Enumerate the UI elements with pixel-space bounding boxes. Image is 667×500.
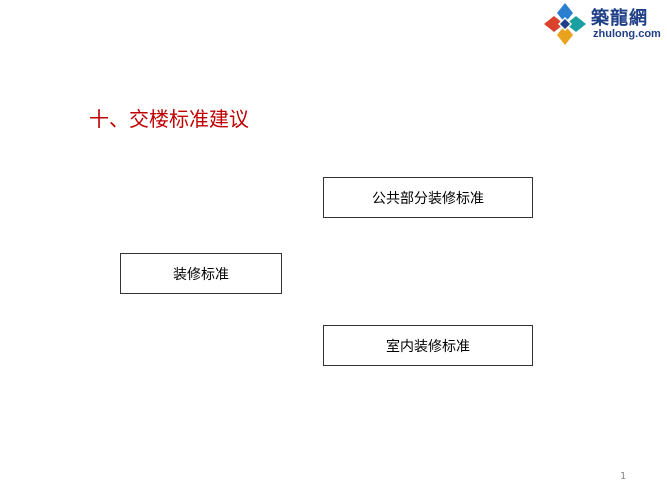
public-area-decoration-box: 公共部分装修标准 <box>323 177 533 218</box>
slide-title: 十、交楼标准建议 <box>89 107 249 131</box>
public-area-decoration-label: 公共部分装修标准 <box>372 190 484 207</box>
decoration-standard-label: 装修标准 <box>173 266 229 283</box>
indoor-decoration-label: 室内装修标准 <box>386 338 470 355</box>
zhulong-logo: 築龍網 zhulong.com <box>543 2 665 46</box>
page-number: 1 <box>620 471 627 482</box>
indoor-decoration-box: 室内装修标准 <box>323 325 533 366</box>
logo-chinese-name: 築龍網 <box>591 8 648 29</box>
decoration-standard-box: 装修标准 <box>120 253 282 294</box>
zhulong-logo-icon <box>544 3 586 45</box>
logo-domain: zhulong.com <box>593 28 661 40</box>
